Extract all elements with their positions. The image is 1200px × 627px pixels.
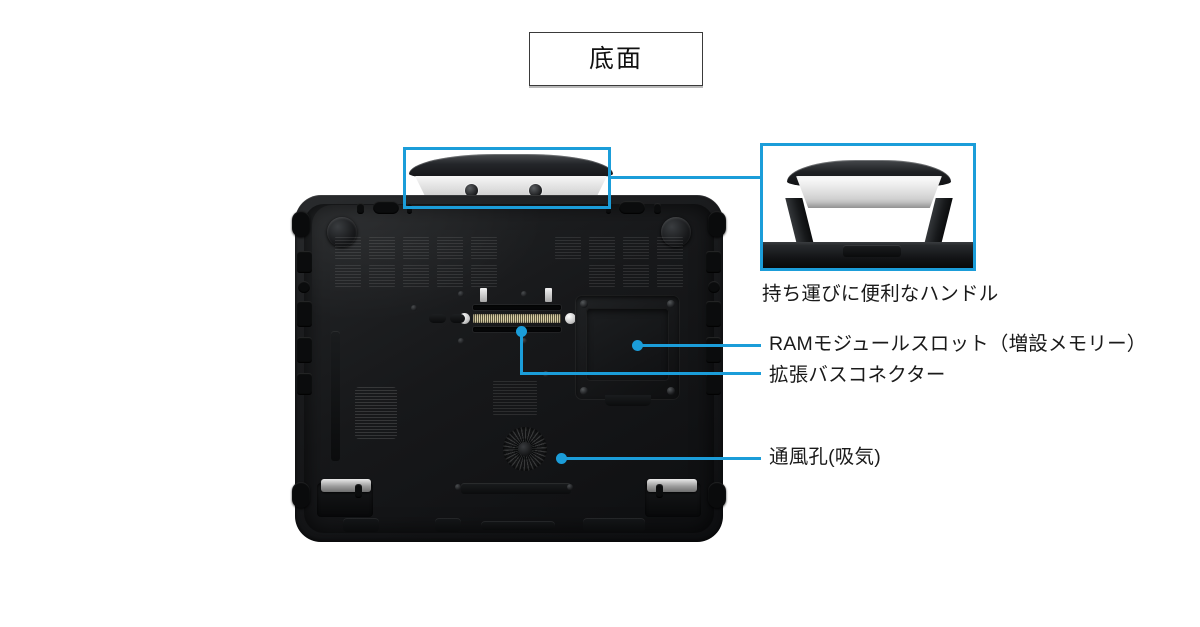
top-port-a — [357, 203, 364, 214]
label-ram-module-slot: RAMモジュールスロット（増設メモリー） — [769, 333, 1147, 355]
handle-closeup-photo — [763, 146, 973, 268]
vent-grille-6 — [403, 265, 429, 287]
screw-d — [521, 291, 527, 297]
bottom-port-right — [656, 484, 663, 498]
bar-screw-left — [455, 484, 461, 490]
vent-grille-3 — [369, 237, 395, 259]
ram-screw-bl — [580, 387, 588, 395]
screw-b — [458, 291, 464, 297]
foot-bottom-right — [583, 518, 645, 532]
bar-screw-right — [567, 484, 573, 490]
vent-grille-16 — [589, 265, 615, 287]
handle-closeup-base — [763, 246, 973, 268]
right-port-4 — [706, 337, 721, 363]
dock-guide-pin-right — [565, 313, 576, 324]
ram-screw-tr — [667, 300, 675, 308]
vent-leader-line — [561, 457, 761, 460]
laptop-chassis — [292, 195, 726, 542]
dock-guide-tab-right — [545, 288, 552, 302]
vent-grille-2 — [335, 265, 361, 287]
handle-closeup-grip-pad — [796, 176, 942, 208]
right-port-5 — [706, 373, 721, 395]
hinge-boss-left — [327, 217, 357, 247]
vent-grille-8 — [437, 265, 463, 287]
vent-grille-side — [493, 381, 537, 415]
vent-grille-17 — [555, 237, 581, 259]
left-port-3 — [297, 301, 312, 327]
vent-grille-9 — [471, 237, 497, 259]
left-port-4 — [297, 337, 312, 363]
bus-connector-leader-horizontal — [520, 372, 761, 375]
fan-intake-vent — [503, 427, 547, 471]
vent-grille-14 — [623, 265, 649, 287]
bumper-top-right — [708, 211, 726, 237]
ram-screw-br — [667, 387, 675, 395]
screw-a — [411, 305, 417, 311]
vent-grille-12 — [657, 265, 683, 287]
vent-grille-10 — [471, 265, 497, 287]
bumper-bottom-left — [292, 482, 310, 508]
label-intake-vent: 通風孔(吸気) — [769, 446, 881, 468]
left-port-1 — [297, 251, 312, 273]
screw-e — [521, 338, 527, 344]
top-port-d — [654, 203, 661, 214]
bus-connector-leader-vertical — [520, 331, 523, 375]
label-expansion-bus-connector: 拡張バスコネクター — [769, 364, 946, 386]
latch-right — [647, 479, 697, 492]
ram-slot-leader-line — [637, 344, 761, 347]
fan-hub — [518, 442, 532, 456]
ram-screw-tl — [580, 300, 588, 308]
handle-closeup-callout — [760, 143, 976, 271]
foot-bottom-center-left — [435, 518, 461, 532]
handle-top-bar — [409, 154, 613, 180]
vent-grille-1 — [335, 237, 361, 259]
handle-leader-line — [611, 176, 763, 179]
battery-release-bar — [461, 483, 571, 494]
label-carrying-handle: 持ち運びに便利なハンドル — [762, 283, 999, 305]
screw-c — [458, 338, 464, 344]
right-port-2 — [708, 281, 720, 293]
right-port-3 — [706, 301, 721, 327]
handle-screw-left — [465, 184, 478, 197]
top-port-e — [619, 201, 645, 214]
handle-closeup-base-notch — [843, 245, 901, 257]
battery-bay-rail — [331, 331, 340, 461]
vent-grille-5 — [403, 237, 429, 259]
rubber-pad-b — [450, 314, 465, 323]
bumper-bottom-right — [708, 482, 726, 508]
vent-grille-7 — [437, 237, 463, 259]
handle-highlight-box — [403, 147, 611, 209]
top-port-b — [373, 201, 399, 214]
foot-bottom-left — [343, 518, 379, 532]
ram-module-slot-door — [575, 295, 680, 406]
rubber-pad-a — [429, 314, 446, 323]
vent-grille-13 — [623, 237, 649, 259]
bottom-port-left — [355, 484, 362, 498]
latch-left — [321, 479, 371, 492]
ram-door-tab — [604, 395, 651, 406]
handle-screw-right — [529, 184, 542, 197]
vent-grille-15 — [589, 237, 615, 259]
vent-grille-4 — [369, 265, 395, 287]
right-port-1 — [706, 251, 721, 273]
left-port-2 — [298, 281, 310, 293]
bumper-top-left — [292, 211, 310, 237]
left-port-5 — [297, 373, 312, 395]
hinge-boss-right — [661, 217, 691, 247]
page-title-box: 底面 — [529, 32, 703, 86]
dock-guide-tab-left — [480, 288, 487, 302]
foot-bottom-center — [481, 521, 555, 530]
speaker-grille-left — [355, 387, 397, 439]
vent-grille-11 — [657, 237, 683, 259]
expansion-bus-connector — [473, 314, 561, 323]
page-title: 底面 — [588, 44, 643, 73]
dock-well-top — [473, 305, 561, 310]
